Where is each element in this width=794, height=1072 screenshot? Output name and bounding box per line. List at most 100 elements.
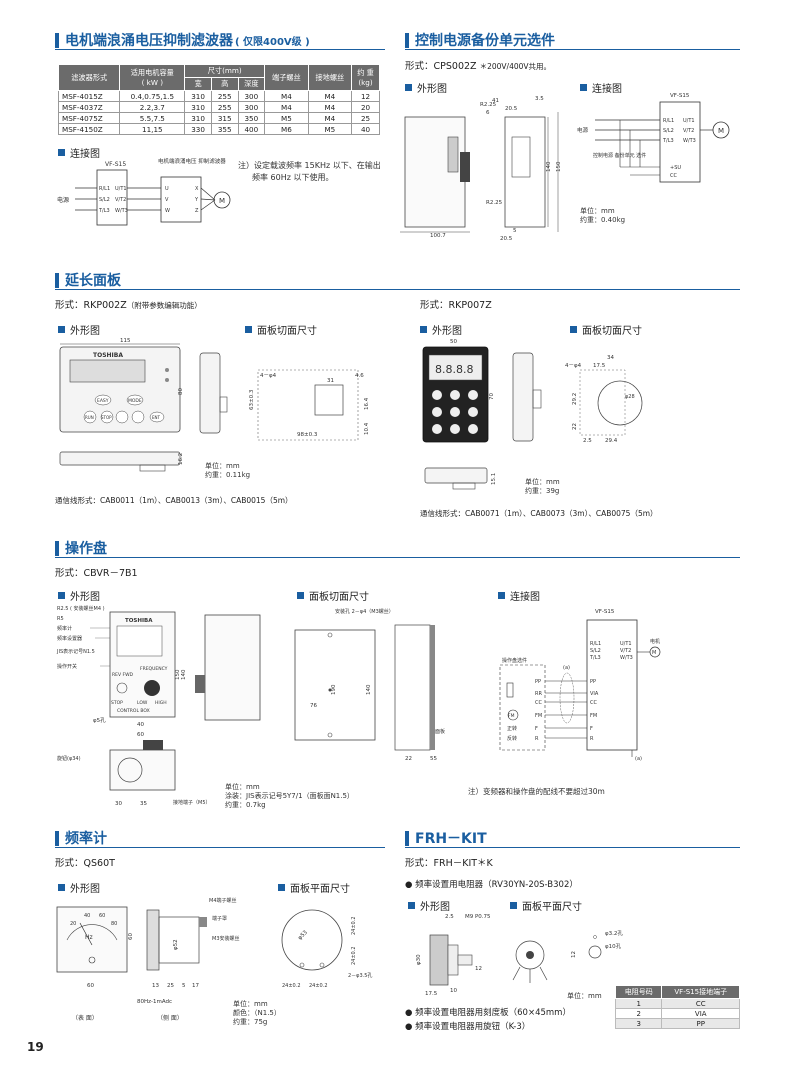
terminal-label: Z [195, 208, 199, 214]
square-bullet [408, 902, 415, 909]
cutout-circle [281, 909, 343, 971]
view-label: （侧 面） [157, 1014, 183, 1022]
terminal-label: RR [535, 691, 542, 697]
dim-text: 115 [120, 338, 131, 344]
scale-label: 60 [99, 913, 105, 919]
square-bullet [510, 902, 517, 909]
callout: 旋钮(φ34) [57, 755, 81, 762]
meter-unit-text: 单位：mm 颜色：（N1.5） 约重：75g [233, 1000, 281, 1027]
led-icon [165, 368, 169, 372]
power-label: 电源 [577, 126, 589, 134]
terminal-label: PP [590, 679, 596, 685]
square-bullet [58, 592, 65, 599]
motor-m: M [652, 650, 656, 656]
rkp002-cutout-label: 面板切面尺寸 [245, 322, 317, 337]
dim-text: 16.4 [364, 397, 370, 410]
cell: M4 [307, 90, 353, 102]
wire [200, 198, 216, 201]
dim-text: 5 [513, 228, 517, 234]
section-rule [55, 289, 740, 290]
vf-label: VF-S15 [670, 93, 690, 99]
terminal-label: X [195, 186, 199, 192]
cell: M6 [264, 123, 309, 135]
terminal-label: W [165, 208, 170, 214]
rkp007-drawings: 50 8.8.8.8 70 15.1 34 17.5 4－φ4 29.2 φ28… [422, 339, 643, 490]
terminal-label: R/L1 [663, 118, 674, 124]
dim-text: 63±0.3 [249, 389, 255, 410]
dim-text: φ5孔 [93, 716, 106, 724]
cell: 330 [184, 123, 212, 135]
resistor-bushing [447, 944, 459, 976]
bullet-text: 频率设置用电阻器（RV30YN-20S-B302） [415, 880, 578, 890]
label-text: 外形图 [432, 326, 462, 337]
square-bullet [405, 84, 412, 91]
dim-text: 150 [175, 669, 181, 680]
dim-text: 140 [366, 684, 372, 695]
holes-label-text: 安装孔 2－φ4（M3螺丝） [335, 608, 394, 615]
meter-icon [507, 709, 519, 721]
display-digits: 8.8.8.8 [435, 363, 473, 376]
terminal-label: VIA [590, 691, 599, 697]
table-row: MSF-4037Z 2.2,3.7 310 255 300 M4 M4 20 [57, 101, 380, 113]
power-label: 电源 [57, 196, 69, 204]
terminal-label: R [535, 736, 539, 742]
frh-bullet-3: ● 频率设置电阻器用旋钮（K-3） [405, 1022, 531, 1032]
label-text: 外形图 [70, 884, 100, 895]
frh-model: 形式：FRH－KIT＊K [405, 855, 493, 869]
panel-label: 面板 [435, 728, 445, 735]
dim-text: 2.5 [445, 914, 454, 920]
th-ground: 接地螺丝 [307, 64, 353, 91]
hole-icon [299, 962, 305, 968]
meter-front [56, 906, 128, 973]
dim-text: 24±0.2 [282, 983, 301, 989]
backup-title: 控制电源备份单元选件 [405, 30, 555, 50]
resistor-body [429, 934, 449, 986]
dim-text: 70 [489, 393, 495, 400]
cell: 40 [351, 123, 380, 135]
label-text: 面板切面尺寸 [309, 592, 369, 603]
switch-label: 反转 [507, 735, 517, 742]
dim-text: φ3.2孔 [605, 929, 623, 937]
extension-title: 延长面板 [55, 270, 121, 290]
th-d: 深度 [237, 77, 266, 91]
th-model-text: 滤波器形式 [71, 72, 108, 82]
frh-title: FRH－KIT [405, 828, 487, 848]
square-bullet [420, 326, 427, 333]
th-model: 滤波器形式 [57, 64, 121, 91]
wire [200, 187, 216, 201]
key [468, 407, 478, 417]
run-key [83, 410, 97, 424]
dim-text: φ52 [173, 939, 179, 950]
motor-filter-wiring-diagram: VF-S15 电机端浪涌电压 抑制滤波器 电源 R/L1 S/L2 T/L3 U… [57, 157, 231, 226]
meter-cutout-label: 面板平面尺寸 [278, 880, 350, 895]
table-header-row: 滤波器形式 适用电机容量( kW ) 尺寸(mm) 端子螺丝 接地螺丝 约 重(… [57, 64, 380, 91]
frh-cutout-label: 面板平面尺寸 [510, 898, 582, 913]
terminal-label: S/L2 [590, 648, 601, 654]
table-row: MSF-4075Z 5.5,7.5 310 315 350 M5 M4 25 [57, 112, 380, 124]
terminal-label: T/L3 [98, 208, 110, 214]
ent-key [149, 411, 165, 423]
dim-text: 17 [192, 983, 199, 989]
callout: 操作开关 [57, 663, 77, 670]
section-rule [55, 847, 385, 848]
label-text: 外形图 [417, 84, 447, 95]
label-text: 外形图 [70, 326, 100, 337]
knob-top [117, 757, 143, 783]
cell: 2.2,3.7 [119, 101, 186, 113]
filter-box [160, 176, 202, 223]
label-text: 外形图 [70, 592, 100, 603]
square-bullet [58, 326, 65, 333]
meter-scale-arc [66, 924, 118, 941]
cell: M4 [307, 101, 353, 113]
panel-bottom-view [59, 451, 181, 466]
model-prefix: 形式： [55, 858, 84, 869]
unit-side [504, 116, 546, 228]
cell: 310 [184, 112, 212, 124]
cell: 1 [614, 998, 663, 1009]
terminal-label: U [165, 186, 169, 192]
unit-label-text: 控制电源 备份单元 选件 [593, 152, 646, 159]
title-bar [405, 32, 409, 48]
resistor-shaft [457, 954, 473, 966]
terminal-label: T/L3 [589, 655, 601, 661]
frh-unit-text: 单位：mm [567, 992, 602, 1000]
